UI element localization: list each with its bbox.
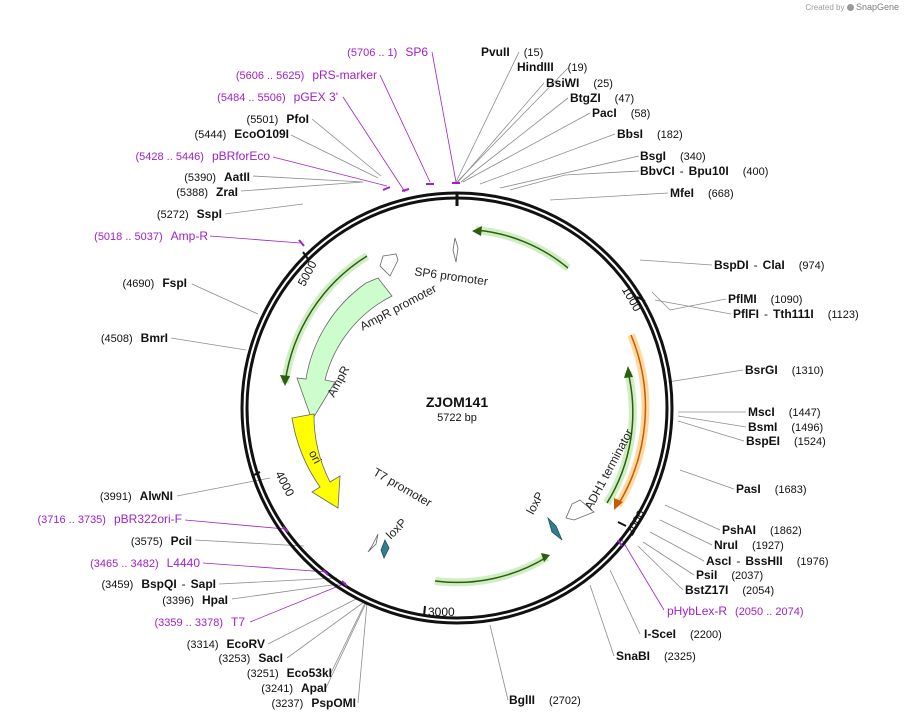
enzyme-paci[interactable]: PacI(58) (592, 106, 650, 120)
ori-feature[interactable] (291, 413, 341, 509)
enzyme-pcii[interactable]: (3575)PciI (131, 534, 192, 548)
label-t7-promoter: T7 promoter (371, 465, 435, 510)
tick-4000 (251, 471, 261, 477)
ampr-feature[interactable] (296, 277, 393, 421)
label-loxp-right: loxP (523, 490, 546, 517)
enzyme-bsiwi[interactable]: BsiWI(25) (546, 76, 613, 90)
enzyme-alwni[interactable]: (3991)AlwNI (100, 489, 173, 503)
primer-labels: (5706 .. 1)SP6 (5606 .. 5625)pRS-marker … (37, 45, 803, 629)
enzyme-pflmi[interactable]: PflMI(1090) (728, 292, 802, 306)
label-ori: ori (306, 448, 325, 466)
feature-arc-top[interactable] (475, 226, 571, 272)
enzyme-eco53ki[interactable]: (3251)Eco53kI (247, 666, 332, 680)
primer-l4440[interactable]: (3465 .. 3482)L4440 (90, 556, 200, 570)
enzyme-aatii[interactable]: (5390)AatII (184, 170, 250, 184)
tick-5000 (302, 251, 309, 260)
plasmid-length: 5722 bp (437, 412, 477, 424)
enzyme-pasi[interactable]: PasI(1683) (736, 482, 806, 496)
primer-phyblex-r[interactable]: pHybLex-R(2050 .. 2074) (667, 604, 804, 618)
enzyme-hindiii[interactable]: HindIII(19) (517, 60, 587, 74)
enzyme-bsmi[interactable]: BsmI(1496) (748, 420, 823, 434)
tick-3000 (423, 605, 426, 617)
primer-marks (282, 182, 623, 587)
sp6-promoter-feature[interactable] (452, 237, 459, 263)
brand-name: SnapGene (855, 2, 899, 12)
primer-amp-r[interactable]: (5018 .. 5037)Amp-R (94, 229, 208, 243)
t7-promoter-feature[interactable] (367, 533, 379, 553)
enzyme-bsgi[interactable]: BsgI(340) (640, 149, 706, 163)
enzyme-sspi[interactable]: (5272)SspI (157, 207, 222, 221)
enzyme-ecoo109i[interactable]: (5444)EcoO109I (195, 127, 290, 141)
enzyme-pflfi[interactable]: PflFI-Tth111I(1123) (733, 307, 859, 321)
features (280, 226, 650, 587)
plasmid-name: ZJOM141 (426, 394, 488, 410)
leader-lines (170, 51, 747, 704)
enzyme-pspomi[interactable]: (3237)PspOMI (272, 696, 356, 710)
tick-1000 (636, 296, 646, 302)
enzyme-psii[interactable]: PsiI(2037) (696, 568, 763, 582)
tick-2000 (617, 521, 627, 527)
enzyme-fspi[interactable]: (4690)FspI (123, 276, 187, 290)
primer-pbr322ori-f[interactable]: (3716 .. 3735)pBR322ori-F (37, 512, 182, 526)
enzyme-asci[interactable]: AscI-BssHII(1976) (706, 554, 829, 568)
primer-t7[interactable]: (3359 .. 3378)T7 (154, 615, 245, 629)
enzyme-snabi[interactable]: SnaBI(2325) (616, 649, 696, 663)
enzyme-bmri[interactable]: (4508)BmrI (101, 331, 168, 345)
enzyme-bbvci[interactable]: BbvCI-Bpu10I(400) (640, 164, 768, 178)
enzyme-btgzi[interactable]: BtgZI(47) (570, 91, 634, 105)
primer-pgex3[interactable]: (5484 .. 5506)pGEX 3' (217, 90, 338, 104)
enzyme-bspei[interactable]: BspEI(1524) (746, 434, 826, 448)
enzyme-pshai[interactable]: PshAI(1862) (722, 523, 802, 537)
adh1-terminator-feature[interactable] (565, 499, 595, 521)
enzyme-bstz17i[interactable]: BstZ17I(2054) (685, 583, 774, 597)
enzyme-msci[interactable]: MscI(1447) (748, 405, 820, 419)
enzyme-bbsi[interactable]: BbsI(182) (617, 127, 683, 141)
tick-label-3000: 3000 (428, 605, 455, 619)
enzyme-bspqi[interactable]: (3459)BspQI-SapI (102, 577, 216, 591)
enzyme-nrui[interactable]: NruI(1927) (714, 538, 784, 552)
enzyme-pfoi[interactable]: (5501)PfoI (247, 112, 309, 126)
enzyme-zrai[interactable]: (5388)ZraI (176, 185, 238, 199)
enzyme-apai[interactable]: (3241)ApaI (261, 681, 327, 695)
tick-label-4000: 4000 (272, 469, 297, 499)
enzyme-hpai[interactable]: (3396)HpaI (162, 593, 228, 607)
primer-pbrforeco[interactable]: (5428 .. 5446)pBRforEco (135, 149, 270, 163)
label-loxp-left: loxP (383, 516, 409, 542)
enzyme-bglii[interactable]: BglII(2702) (509, 693, 581, 707)
enzyme-labels: PvuII(15) HindIII(19) BsiWI(25) BtgZI(47… (100, 45, 859, 710)
snapgene-logo-icon (846, 4, 854, 11)
enzyme-i-scei[interactable]: I-SceI(2200) (644, 627, 722, 641)
enzyme-bspdi[interactable]: BspDI-ClaI(974) (714, 258, 824, 272)
primer-prs-marker[interactable]: (5606 .. 5625)pRS-marker (236, 68, 377, 82)
enzyme-pvuii[interactable]: PvuII(15) (481, 45, 543, 59)
enzyme-mfei[interactable]: MfeI(668) (670, 186, 734, 200)
loxp-left-feature[interactable] (380, 539, 390, 559)
tick-label-1000: 1000 (619, 284, 645, 314)
brand-prefix: Created by (805, 3, 845, 12)
ampr-promoter-feature[interactable] (379, 253, 399, 277)
snapgene-brand: Created by SnapGene (805, 2, 899, 12)
enzyme-ecorv[interactable]: (3314)EcoRV (187, 637, 265, 651)
primer-sp6[interactable]: (5706 .. 1)SP6 (347, 45, 428, 59)
enzyme-bsrgi[interactable]: BsrGI(1310) (745, 363, 823, 377)
loxp-right-feature[interactable] (547, 516, 563, 541)
enzyme-saci[interactable]: (3253)SacI (219, 651, 283, 665)
